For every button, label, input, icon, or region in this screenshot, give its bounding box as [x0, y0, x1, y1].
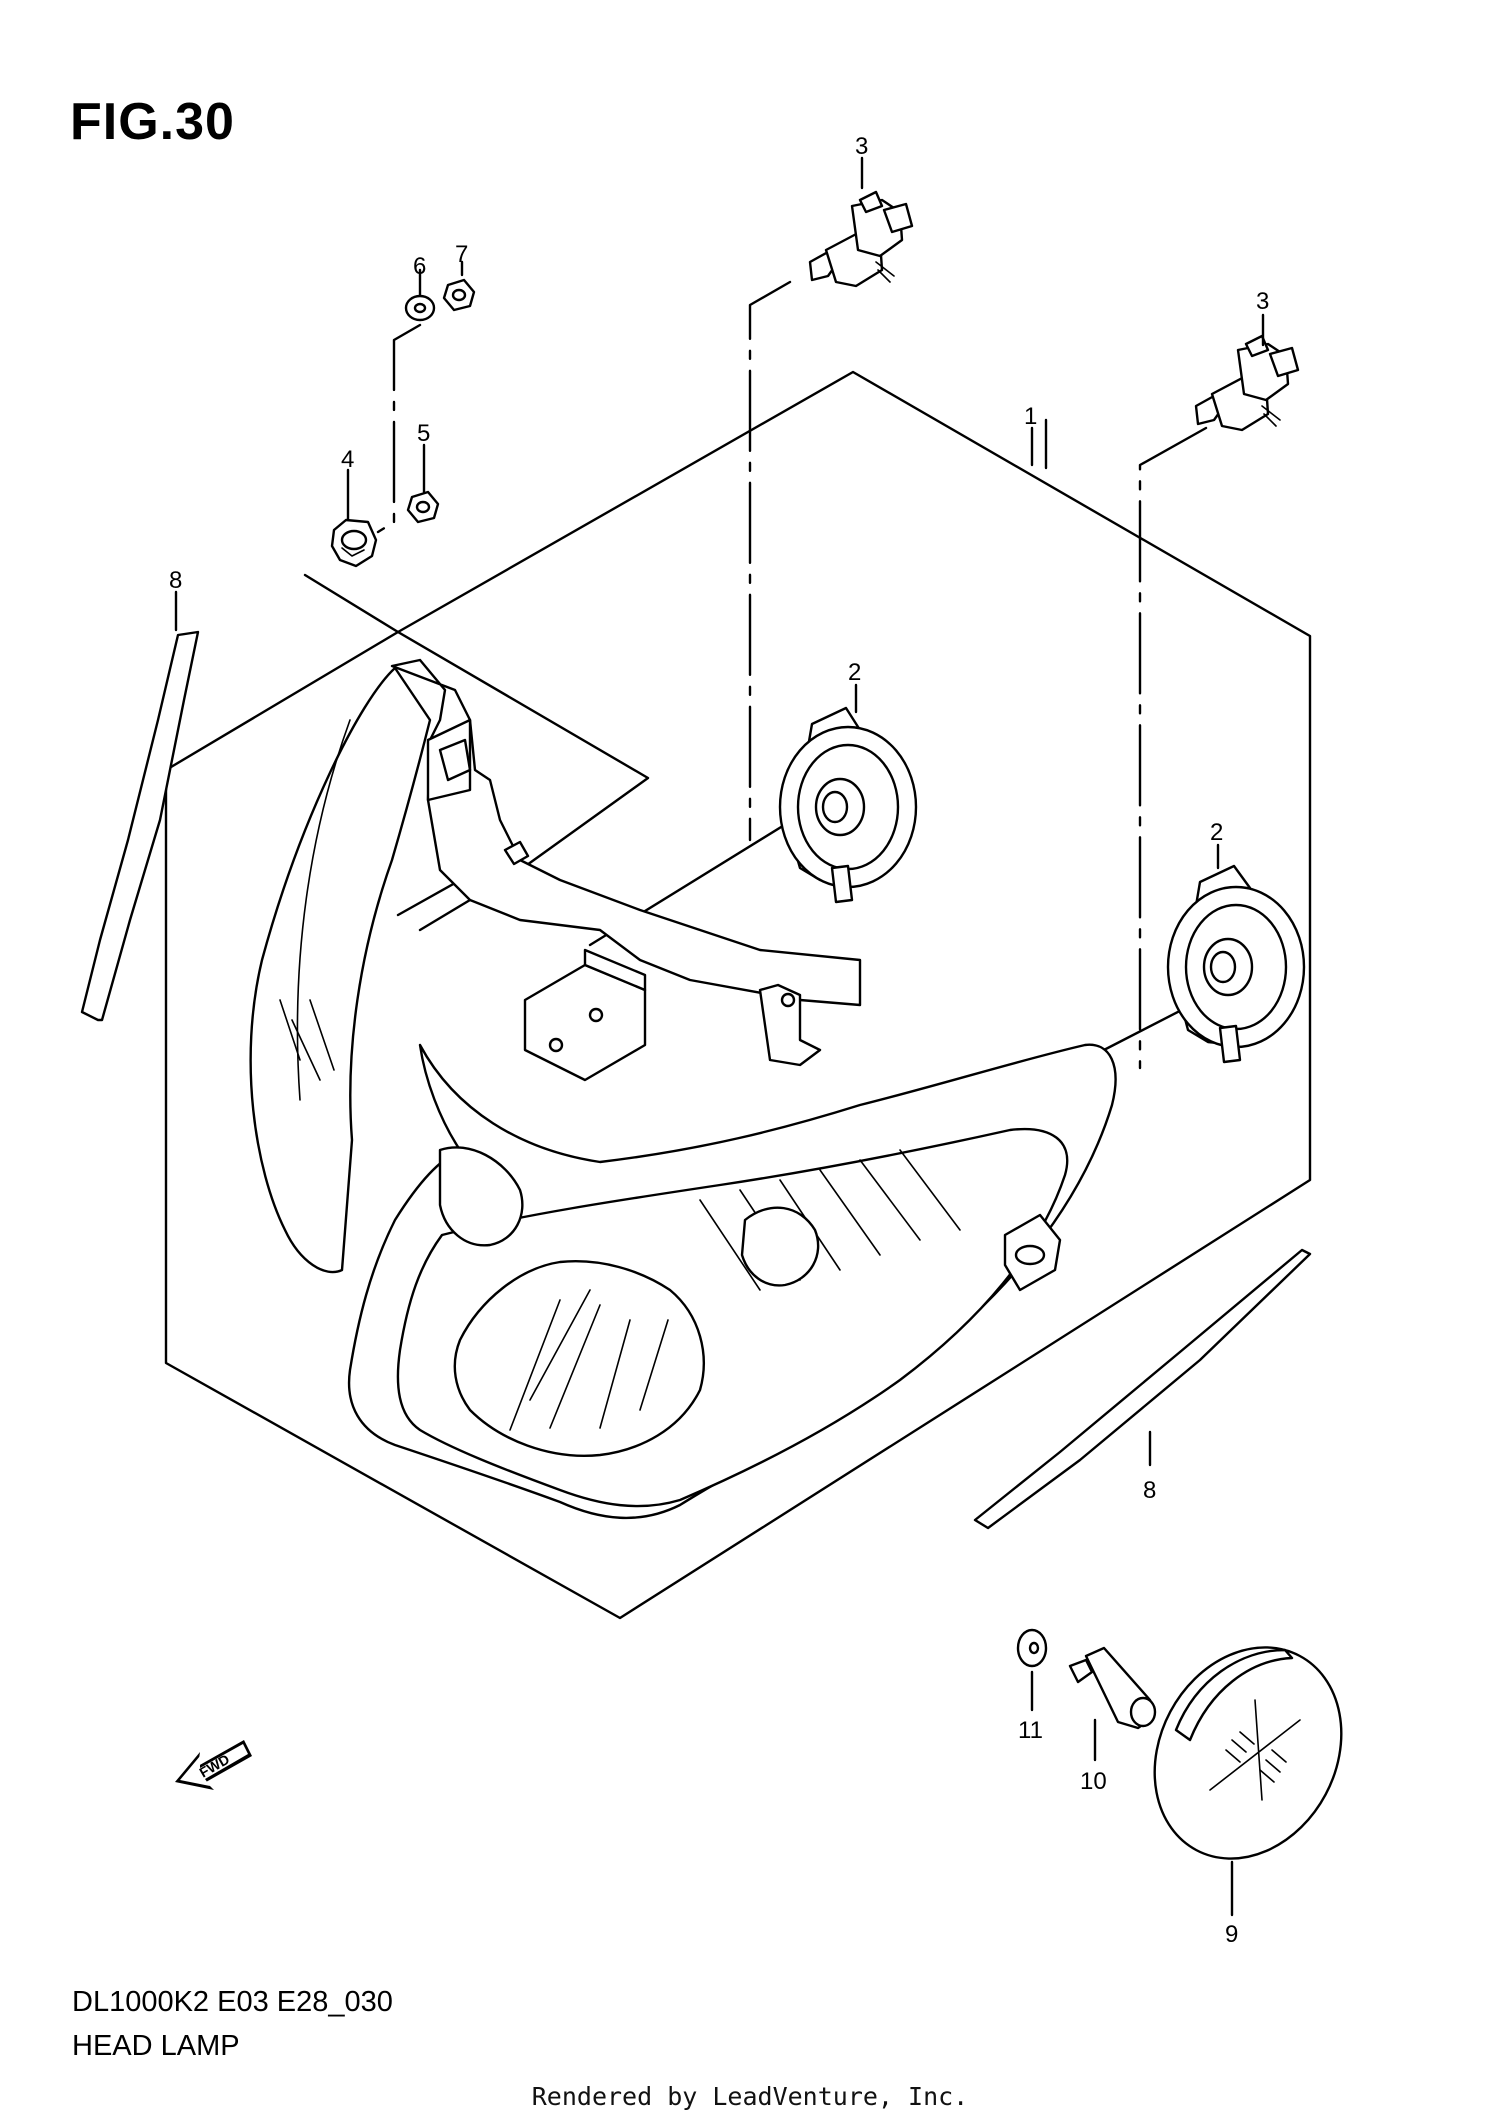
head-lamp-unit: [249, 658, 1117, 1520]
callout-leaders: [174, 156, 1265, 1917]
callout-labels: 1 2 2 3 3 4 5 6 7 8 8 9 10 11: [169, 133, 1269, 1948]
diagram-name: HEAD LAMP: [72, 2030, 240, 2062]
callout-7: 7: [455, 241, 468, 268]
trim-strip-left: [80, 630, 200, 1022]
callout-5: 5: [417, 420, 430, 447]
bulb-socket-lower: [1166, 864, 1306, 1064]
nut-7: [442, 278, 476, 312]
bulb-lower: [1194, 334, 1300, 432]
footer-credit: Rendered by LeadVenture, Inc.: [531, 2082, 969, 2111]
callout-10: 10: [1080, 1768, 1107, 1795]
washer-11: [1016, 1628, 1048, 1668]
callout-4: 4: [341, 446, 354, 473]
figure-title: FIG.30: [70, 93, 235, 151]
callout-3a: 3: [855, 133, 868, 160]
fwd-arrow-icon: FWD: [175, 1740, 252, 1790]
model-code: DL1000K2 E03 E28_030: [72, 1986, 393, 2018]
callout-2a: 2: [848, 659, 861, 686]
bulb-upper: [808, 190, 914, 288]
callout-3b: 3: [1256, 288, 1269, 315]
assembly-frame: [164, 370, 1312, 1620]
callout-2b: 2: [1210, 819, 1223, 846]
callout-8b: 8: [1143, 1477, 1156, 1504]
nut-5: [406, 490, 440, 524]
trim-strip-right: [973, 1248, 1312, 1530]
callout-9: 9: [1225, 1921, 1238, 1948]
callout-11: 11: [1018, 1717, 1043, 1744]
callout-8a: 8: [169, 567, 182, 594]
fastener-leaders: [346, 260, 464, 534]
callout-1: 1: [1024, 403, 1037, 430]
washer-6: [404, 294, 436, 322]
bulb-socket-upper: [778, 706, 918, 904]
grommet-4: [330, 518, 378, 568]
lamp-cover-9: [1153, 1646, 1343, 1860]
collar-10: [1068, 1646, 1157, 1730]
callout-6: 6: [413, 253, 426, 280]
